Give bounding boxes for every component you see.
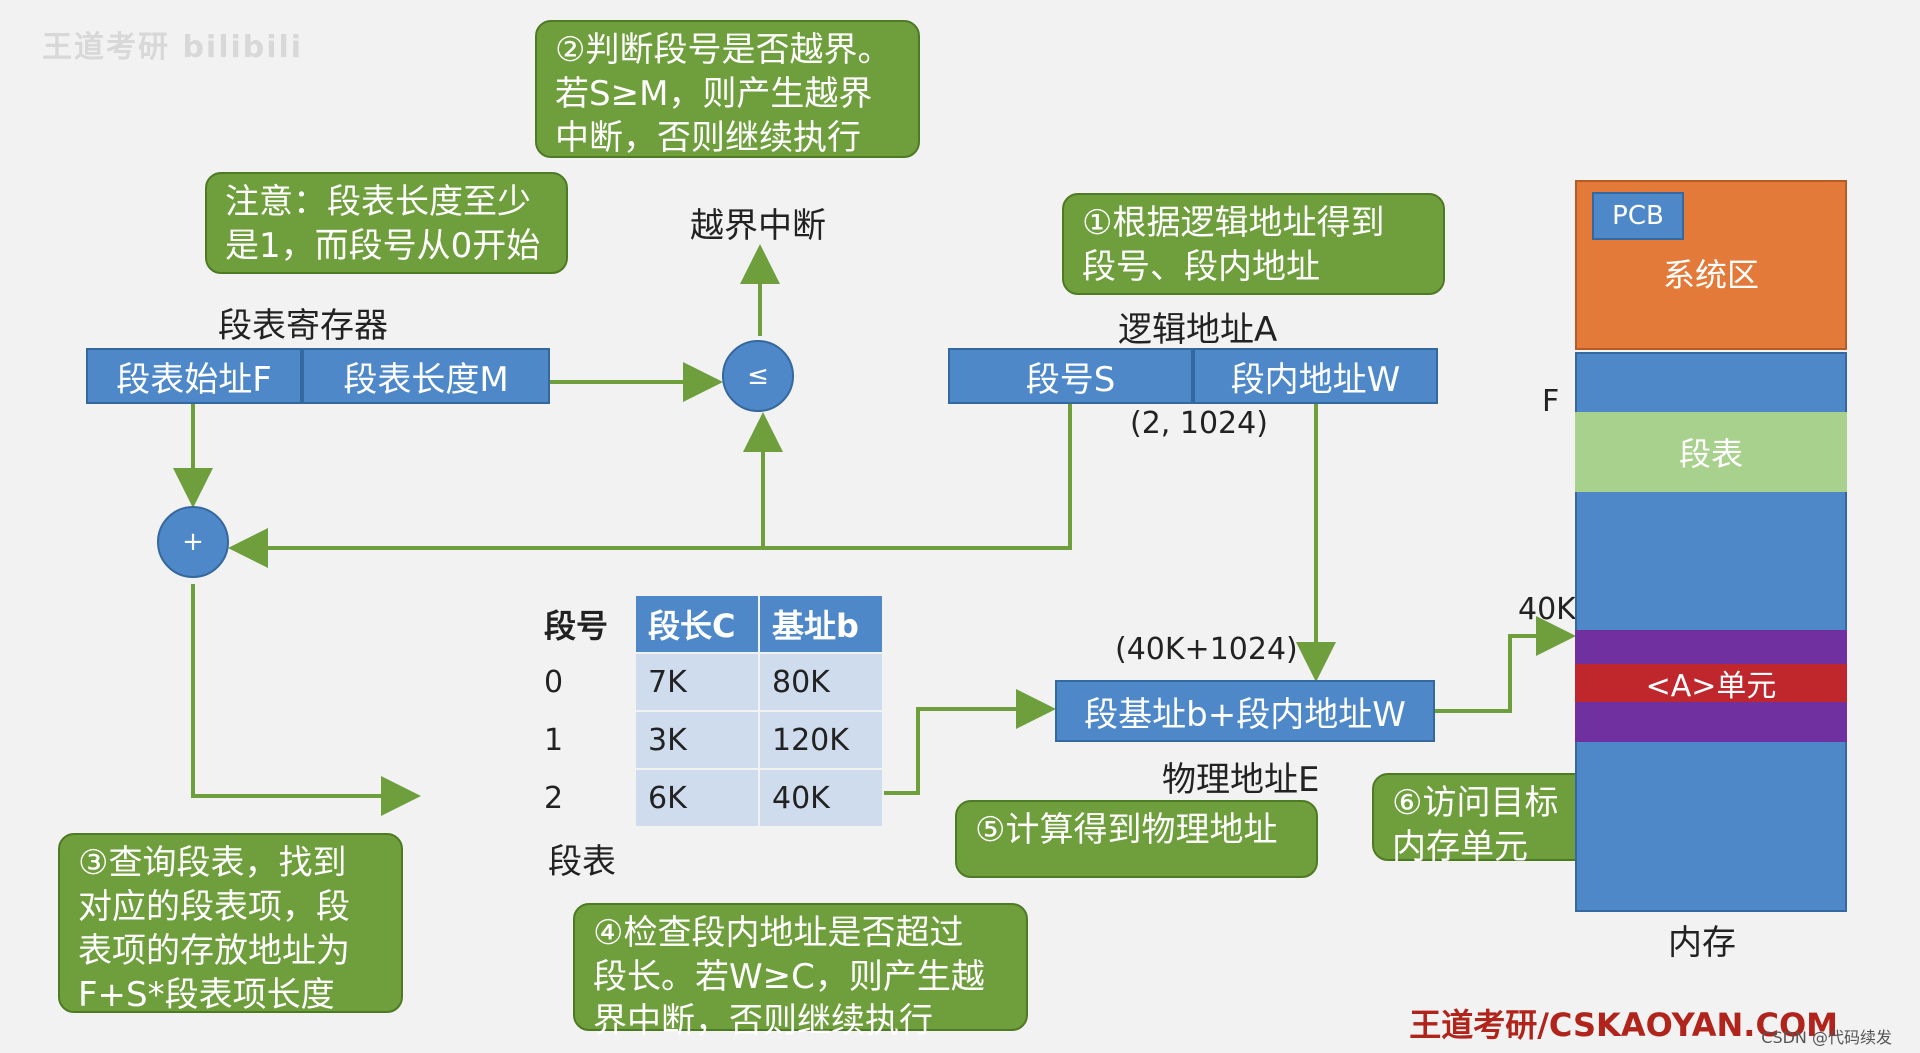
logical-address-label: 逻辑地址A — [1118, 310, 1278, 350]
table-row: 0 7K 80K — [530, 652, 884, 712]
seg-no-box: 段号S — [948, 348, 1193, 404]
seg-base-cell: 120K — [758, 710, 884, 770]
seg-no-cell: 1 — [530, 710, 636, 770]
watermark: 王道考研 bilibili — [42, 30, 304, 65]
seg-length-cell: 3K — [634, 710, 760, 770]
header-base: 基址b — [758, 594, 884, 654]
memory-F-label: F — [1542, 384, 1560, 419]
seg-length-cell: 7K — [634, 652, 760, 712]
memory-segment-bottom — [1575, 702, 1847, 742]
bubble-step6: ⑥访问目标 内存单元 — [1372, 773, 1597, 867]
bubble-step2: ②判断段号是否越界。 若S≥M，则产生越界 中断，否则继续执行 — [535, 20, 920, 158]
seg-offset-box: 段内地址W — [1193, 348, 1438, 404]
arrow-plus-to-row2 — [191, 584, 421, 816]
overflow-interrupt-label: 越界中断 — [690, 206, 826, 246]
seg-base-cell: 40K — [758, 768, 884, 828]
table-row: 1 3K 120K — [530, 710, 884, 770]
compare-circle: ≤ — [722, 340, 794, 412]
seg-base-cell: 80K — [758, 652, 884, 712]
row-header: 段号 — [530, 594, 636, 654]
bubble-note: 注意：段表长度至少 是1，而段号从0开始 — [205, 172, 568, 274]
bubble-step3: ③查询段表，找到 对应的段表项，段 表项的存放地址为 F+S*段表项长度 — [58, 833, 403, 1015]
table-row: 2 6K 40K — [530, 768, 884, 828]
seg-base-box: 段表始址F — [86, 348, 302, 404]
pcb-box: PCB — [1592, 192, 1684, 240]
physical-address-label: 物理地址E — [1162, 760, 1320, 800]
seg-length-cell: 6K — [634, 768, 760, 828]
memory-segment-table-label: 段表 — [1678, 435, 1743, 473]
plus-circle: + — [157, 506, 229, 578]
header-length: 段长C — [634, 594, 760, 654]
bubble-step4: ④检查段内地址是否超过 段长。若W≥C，则产生越 界中断，否则继续执行 — [573, 903, 1028, 1041]
seg-no-cell: 2 — [530, 768, 636, 828]
csdn-watermark: CSDN @代码续发 — [1761, 1028, 1892, 1047]
bubble-step5: ⑤计算得到物理地址 — [955, 800, 1318, 878]
segment-table-header-row: 段号 段长C 基址b — [530, 594, 884, 654]
system-area-label: 系统区 — [1662, 256, 1759, 294]
memory-segment-top — [1575, 630, 1847, 664]
seg-length-box: 段表长度M — [302, 348, 550, 404]
footer-brand: 王道考研/CSKAOYAN.COM — [1409, 1006, 1838, 1044]
memory-segment-table: 段表 — [1575, 412, 1847, 492]
memory-40K-label: 40K — [1518, 592, 1576, 627]
physical-calc-box: 段基址b+段内地址W — [1055, 680, 1435, 742]
arrow-segno-to-plus — [228, 404, 1072, 568]
segment-table-label: 段表 — [548, 842, 616, 882]
target-unit-label: <A>单元 — [1645, 669, 1777, 704]
segment-table: 段号 段长C 基址b 0 7K 80K 1 3K 120K 2 6K 40K — [530, 594, 884, 828]
seg-no-cell: 0 — [530, 652, 636, 712]
bubble-step1: ①根据逻辑地址得到 段号、段内地址 — [1062, 193, 1445, 295]
seg-register-label: 段表寄存器 — [218, 306, 388, 346]
memory-label: 内存 — [1668, 923, 1736, 963]
logical-address-value: (2, 1024) — [1130, 406, 1268, 441]
physical-address-value: (40K+1024) — [1115, 632, 1298, 667]
arrow-calc-to-memory — [1435, 616, 1576, 713]
memory-target-unit: <A>单元 — [1575, 664, 1847, 704]
